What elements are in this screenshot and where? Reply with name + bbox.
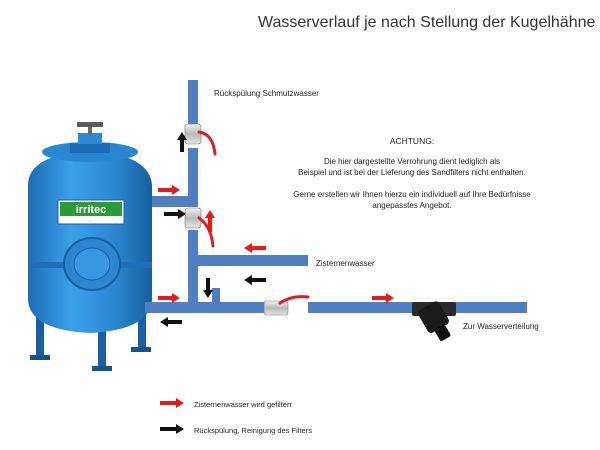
pipe-network bbox=[145, 80, 527, 313]
flow-arrow-icon bbox=[205, 210, 215, 232]
flow-arrow-icon bbox=[160, 317, 182, 327]
tank-foot bbox=[92, 366, 112, 371]
ball-valve-icon bbox=[184, 123, 202, 145]
red-arrows bbox=[158, 185, 394, 303]
page-title: Wasserverlauf je nach Stellung der Kugel… bbox=[258, 14, 596, 31]
legend-red-arrow bbox=[160, 398, 184, 408]
notice-line: Gerne erstellen wir Ihnen hierzu ein ind… bbox=[293, 190, 531, 199]
brand-name: irritec bbox=[76, 204, 107, 216]
pipe-upper-riser bbox=[188, 148, 198, 198]
pipe-lower-stub bbox=[212, 288, 220, 304]
sand-filter-tank: irritec ... bbox=[28, 122, 152, 371]
tank-foot bbox=[30, 355, 50, 360]
valve-handle bbox=[197, 130, 217, 156]
filter-body bbox=[418, 301, 449, 333]
ball-valve-icon bbox=[263, 300, 289, 316]
label-backwash-dirty-water: Rückspülung Schmutzwasser bbox=[214, 89, 319, 98]
legend-black-label: Rückspülung, Reinigung des Filters bbox=[194, 426, 312, 435]
lid-handle-stem bbox=[88, 127, 92, 135]
black-arrows bbox=[160, 132, 266, 327]
flow-arrow-icon bbox=[203, 278, 213, 298]
lid-handle-bar bbox=[77, 122, 103, 127]
pipe-distribution-2 bbox=[455, 302, 527, 313]
flow-arrow-icon bbox=[164, 209, 186, 219]
pipe-distribution-1 bbox=[308, 302, 413, 313]
tank-leg bbox=[138, 300, 146, 350]
flow-arrow-icon bbox=[177, 132, 187, 152]
label-to-distribution: Zur Wasserverteilung bbox=[463, 322, 539, 331]
inline-filter bbox=[412, 301, 456, 342]
notice-heading: ACHTUNG: bbox=[389, 136, 435, 146]
filter-cap bbox=[434, 324, 451, 342]
notice-line: angepasstes Angebot. bbox=[372, 201, 452, 210]
notice-line: Beispiel und ist bei der Lieferung des S… bbox=[298, 168, 526, 177]
pipe-upper-outlet bbox=[152, 196, 198, 207]
flow-arrow-icon bbox=[372, 293, 394, 303]
ball-valve-lower[interactable] bbox=[263, 295, 310, 316]
tank-manhole-inner bbox=[73, 247, 111, 281]
legend-red-label: Zisternenwasser wird gefiltert bbox=[194, 400, 292, 409]
ball-valve-top[interactable] bbox=[184, 123, 217, 156]
pipe-lower-outlet bbox=[145, 302, 265, 313]
flow-arrow-icon bbox=[160, 398, 184, 408]
notice-box: ACHTUNG: Die hier dargestellte Verrohrun… bbox=[282, 136, 542, 211]
pipe-middle-riser bbox=[188, 230, 198, 258]
flow-arrow-icon bbox=[158, 185, 180, 195]
pipe-cistern-inlet bbox=[188, 255, 308, 266]
tank-leg bbox=[98, 310, 106, 368]
tank-foot bbox=[131, 347, 151, 352]
notice-line: Die hier dargestellte Verrohrung dient l… bbox=[323, 157, 501, 166]
flow-arrow-icon bbox=[244, 243, 266, 253]
flow-arrow-icon bbox=[158, 293, 180, 303]
pipe-backwash-riser bbox=[188, 80, 198, 125]
tank-leg bbox=[36, 300, 44, 358]
legend-black-arrow bbox=[160, 424, 184, 434]
pipe-lower-riser bbox=[188, 266, 198, 306]
brand-tagline: ... bbox=[89, 218, 92, 223]
tank-lid-cap bbox=[78, 133, 102, 144]
tank-lid bbox=[70, 143, 110, 153]
brand-label-band bbox=[60, 202, 122, 216]
flow-arrow-icon bbox=[160, 424, 184, 434]
flow-arrow-icon bbox=[244, 275, 266, 285]
label-cistern-water: Zisternenwasser bbox=[316, 259, 375, 268]
valve-handle bbox=[278, 295, 310, 305]
